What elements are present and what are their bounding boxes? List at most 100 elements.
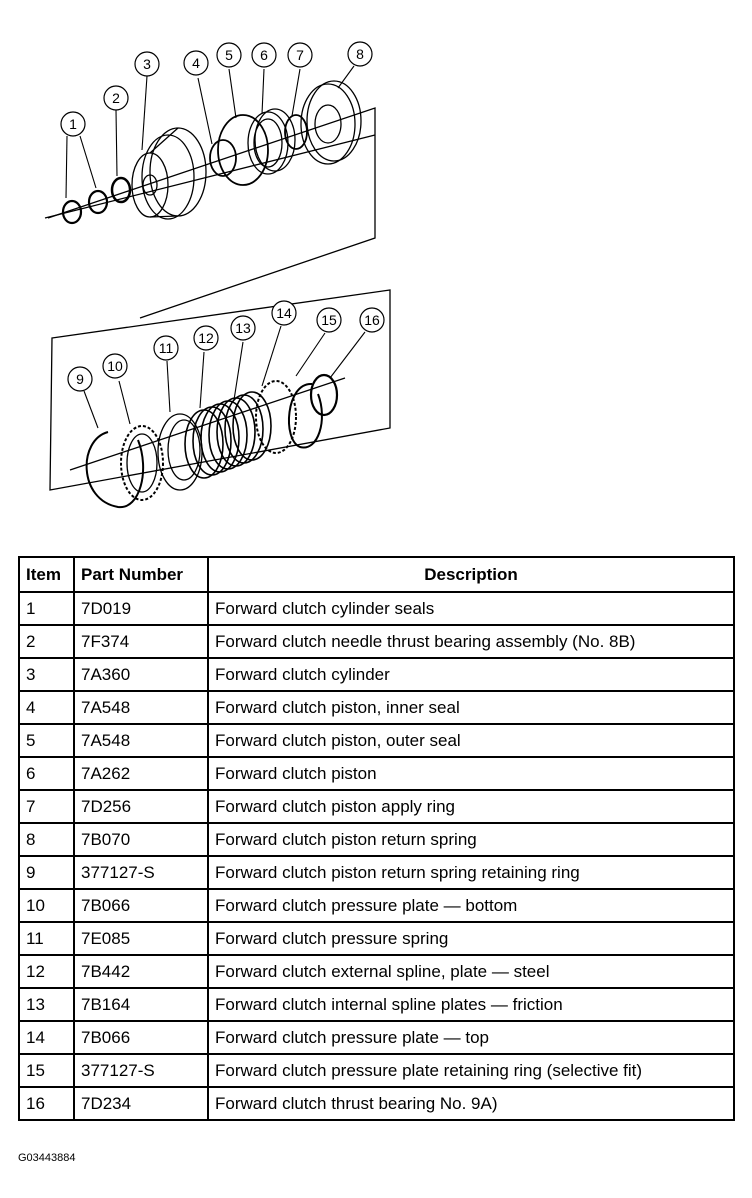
item-cell: 12 xyxy=(18,954,75,989)
item-cell: 5 xyxy=(18,723,75,758)
table-header-row: Item Part Number Description xyxy=(18,556,735,593)
description-cell: Forward clutch needle thrust bearing ass… xyxy=(207,624,735,659)
exploded-view-diagram: 1 2 3 4 5 6 7 8 9 10 11 12 13 14 15 16 xyxy=(44,41,391,509)
part-number-cell: 7D234 xyxy=(73,1086,209,1121)
part-number-cell: 7D019 xyxy=(73,591,209,626)
description-cell: Forward clutch piston, inner seal xyxy=(207,690,735,725)
callout-14: 14 xyxy=(276,305,292,321)
part-number-cell: 7B442 xyxy=(73,954,209,989)
part-number-cell: 7B070 xyxy=(73,822,209,857)
part-cylinder-seal-a xyxy=(61,199,83,225)
callout-2: 2 xyxy=(112,90,120,106)
part-number-cell: 7A548 xyxy=(73,690,209,725)
column-header-part-number: Part Number xyxy=(73,556,209,593)
part-number-cell: 7B164 xyxy=(73,987,209,1022)
callout-leaders xyxy=(65,65,366,429)
item-cell: 7 xyxy=(18,789,75,824)
description-cell: Forward clutch cylinder seals xyxy=(207,591,735,626)
item-cell: 1 xyxy=(18,591,75,626)
part-number-cell: 377127-S xyxy=(73,1053,209,1088)
item-cell: 11 xyxy=(18,921,75,956)
description-cell: Forward clutch pressure spring xyxy=(207,921,735,956)
callout-10: 10 xyxy=(107,358,123,374)
description-cell: Forward clutch internal spline plates — … xyxy=(207,987,735,1022)
callout-6: 6 xyxy=(260,47,268,63)
upper-axis-line xyxy=(44,134,376,219)
callout-15: 15 xyxy=(321,312,337,328)
item-cell: 2 xyxy=(18,624,75,659)
callout-13: 13 xyxy=(235,320,251,336)
callout-9: 9 xyxy=(76,371,84,387)
lower-axis-line xyxy=(69,377,346,471)
part-return-spring-retaining-ring xyxy=(85,431,145,509)
description-cell: Forward clutch piston return spring xyxy=(207,822,735,857)
callout-circles xyxy=(60,41,385,392)
item-cell: 3 xyxy=(18,657,75,692)
part-needle-bearing xyxy=(110,176,132,204)
description-cell: Forward clutch piston xyxy=(207,756,735,791)
description-cell: Forward clutch thrust bearing No. 9A) xyxy=(207,1086,735,1121)
part-clutch-plate-stack xyxy=(184,391,272,479)
callout-1: 1 xyxy=(69,116,77,132)
upper-assembly-outline xyxy=(47,107,376,319)
item-cell: 8 xyxy=(18,822,75,857)
figure-id: G03443884 xyxy=(18,1152,76,1164)
part-number-cell: 7F374 xyxy=(73,624,209,659)
callout-3: 3 xyxy=(143,56,151,72)
part-number-cell: 7B066 xyxy=(73,888,209,923)
callout-4: 4 xyxy=(192,55,200,71)
part-pressure-plate-top xyxy=(255,380,297,454)
description-cell: Forward clutch pressure plate retaining … xyxy=(207,1053,735,1088)
part-pressure-plate-bottom xyxy=(120,425,164,501)
description-cell: Forward clutch pressure plate — top xyxy=(207,1020,735,1055)
part-number-cell: 7A262 xyxy=(73,756,209,791)
part-number-cell: 7D256 xyxy=(73,789,209,824)
part-clutch-piston xyxy=(247,108,296,175)
column-header-item: Item xyxy=(18,556,75,593)
item-cell: 6 xyxy=(18,756,75,791)
description-cell: Forward clutch cylinder xyxy=(207,657,735,692)
part-number-cell: 7A360 xyxy=(73,657,209,692)
item-cell: 10 xyxy=(18,888,75,923)
part-number-cell: 7E085 xyxy=(73,921,209,956)
description-cell: Forward clutch piston return spring reta… xyxy=(207,855,735,890)
callout-5: 5 xyxy=(225,47,233,63)
callout-8: 8 xyxy=(356,46,364,62)
part-number-cell: 377127-S xyxy=(73,855,209,890)
part-piston-outer-seal xyxy=(217,114,269,186)
part-number-cell: 7B066 xyxy=(73,1020,209,1055)
part-pressure-plate-retaining-ring xyxy=(288,382,323,449)
item-cell: 14 xyxy=(18,1020,75,1055)
part-clutch-cylinder xyxy=(131,127,207,220)
item-cell: 13 xyxy=(18,987,75,1022)
description-cell: Forward clutch piston apply ring xyxy=(207,789,735,824)
callout-7: 7 xyxy=(296,47,304,63)
part-thrust-bearing xyxy=(309,373,339,417)
description-cell: Forward clutch pressure plate — bottom xyxy=(207,888,735,923)
item-cell: 4 xyxy=(18,690,75,725)
part-piston-apply-ring xyxy=(284,114,308,150)
item-cell: 15 xyxy=(18,1053,75,1088)
column-header-description: Description xyxy=(207,556,735,593)
part-piston-inner-seal xyxy=(209,139,237,177)
part-return-spring xyxy=(300,80,362,165)
item-cell: 16 xyxy=(18,1086,75,1121)
description-cell: Forward clutch external spline, plate — … xyxy=(207,954,735,989)
callout-12: 12 xyxy=(198,330,214,346)
part-cylinder-seal-b xyxy=(87,189,109,215)
